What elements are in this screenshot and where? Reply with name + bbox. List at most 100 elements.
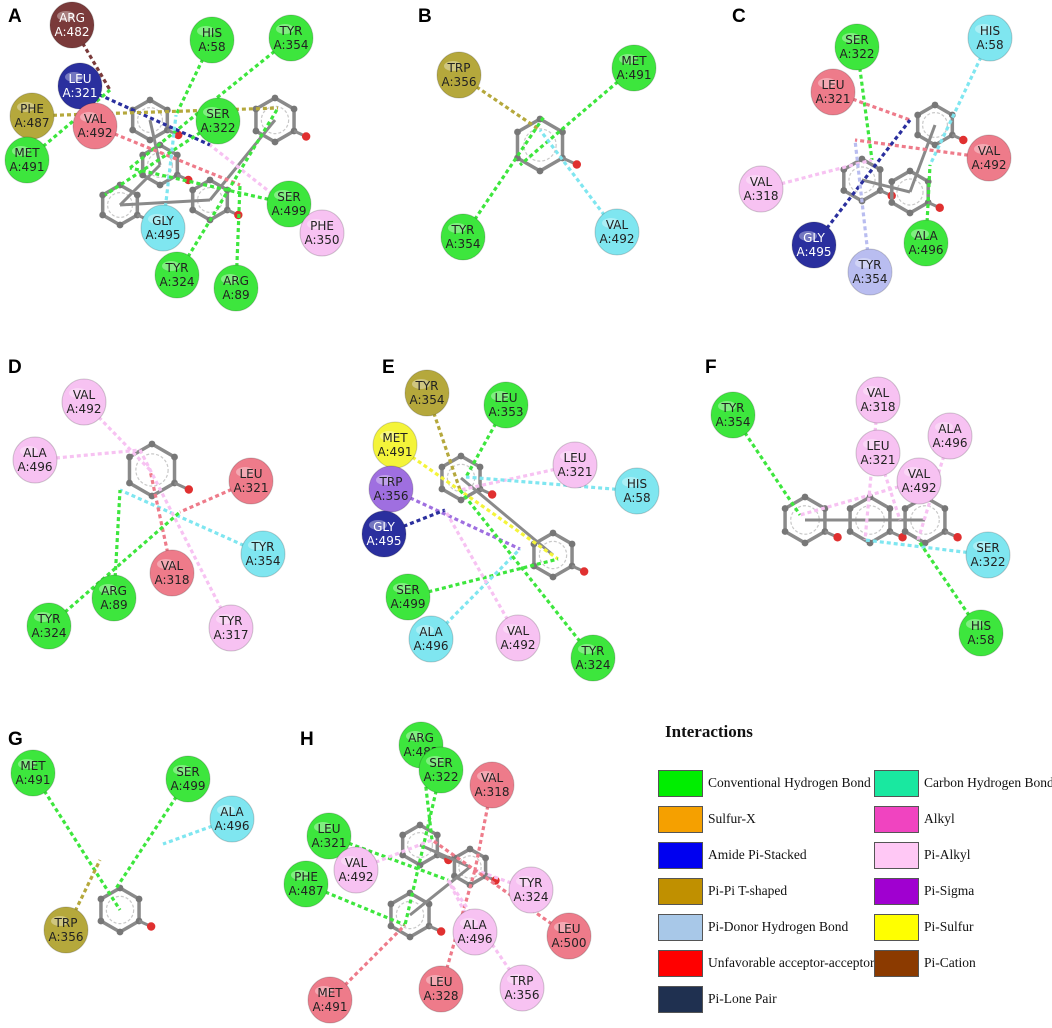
residue-name: SER [206,107,230,121]
legend-label: Pi-Lone Pair [708,991,777,1006]
interaction-line [64,859,102,931]
residue-name: TYR [251,540,275,554]
legend-label: Alkyl [924,811,955,826]
residue-id: A:495 [146,228,181,242]
interaction-line [924,164,932,244]
panel-f: FTYRA:354VALA:318ALAA:496LEUA:321VALA:49… [705,357,1011,657]
legend-swatch [874,913,919,941]
interaction-line [876,452,902,521]
residue-name: ARG [223,274,249,288]
legend-item: Conventional Hydrogen Bond [658,767,871,799]
legend-label: Pi-Pi T-shaped [708,883,788,898]
residue-id: A:354 [716,415,751,429]
residue-id: A:356 [442,75,477,89]
residue-name: VAL [750,175,773,189]
residue-name: SER [277,190,301,204]
interaction-line [459,463,576,492]
legend-swatch [874,769,919,797]
residue-id: A:321 [312,836,347,850]
panel-letter: C [732,6,746,27]
residue-id: A:482 [55,25,90,39]
legend-label: Unfavorable acceptor-acceptor [708,955,875,970]
residue-id: A:89 [222,288,249,302]
ligand-structure [840,101,968,217]
residue-name: VAL [345,856,368,870]
interaction-line [175,107,280,276]
interaction-line [916,539,983,634]
residue-id: A:324 [32,626,67,640]
legend-label: Pi-Donor Hydrogen Bond [708,919,849,934]
legend-label: Carbon Hydrogen Bond [924,775,1052,790]
residue-id: A:322 [201,121,236,135]
legend-label: Amide Pi-Stacked [708,847,807,862]
interaction-line [104,119,219,197]
legend-item: Unfavorable acceptor-acceptor [658,947,875,979]
legend-label: Conventional Hydrogen Bond [708,775,871,790]
residue-id: A:321 [234,481,269,495]
interaction-line [403,769,443,926]
residue-id: A:318 [155,573,190,587]
interaction-line [94,124,241,187]
residue-id: A:356 [49,930,84,944]
residue-name: VAL [84,112,107,126]
ligand-structure [781,493,962,547]
residue-id: A:58 [198,40,225,54]
legend-swatch [874,949,919,977]
residue-id: A:354 [246,554,281,568]
ligand-structure [514,115,582,175]
residue-id: A:89 [100,598,127,612]
residue-name: SER [429,756,453,770]
residue-id: A:491 [617,68,652,82]
interaction-line [443,509,520,639]
residue-name: ALA [463,918,487,932]
legend-item: Amide Pi-Stacked [658,839,807,871]
residue-id: A:324 [576,658,611,672]
panel-letter: F [705,357,717,378]
legend-label: Pi-Alkyl [924,847,971,862]
residue-id: A:322 [840,47,875,61]
residue-id: A:499 [391,597,426,611]
residue-id: A:318 [861,400,896,414]
interaction-line [31,772,122,911]
residue-id: A:356 [505,988,540,1002]
residue-name: LEU [68,72,91,86]
residue-name: VAL [507,624,530,638]
interaction-line [129,166,290,206]
residue-id: A:495 [797,245,832,259]
panel-letter: A [8,6,22,27]
interaction-line [161,114,178,229]
residue-id: A:354 [410,393,445,407]
residue-name: GLY [152,214,174,228]
residue-id: A:328 [424,989,459,1003]
interaction-line [928,37,992,166]
